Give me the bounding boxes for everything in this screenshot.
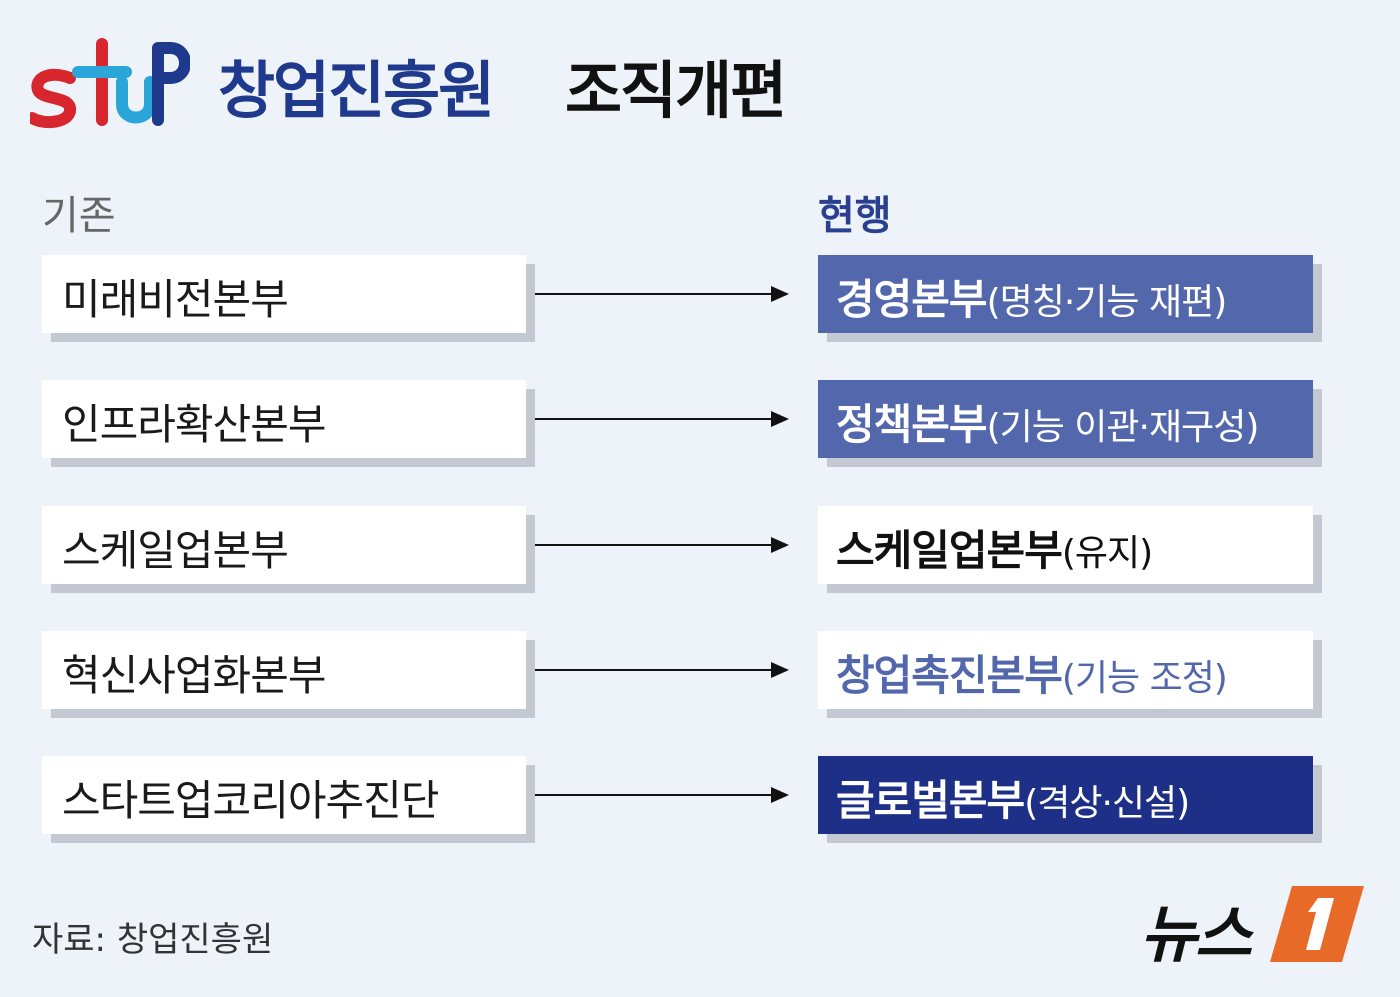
header: 창업진흥원 조직개편 xyxy=(30,30,930,130)
old-division-box: 인프라확산본부 xyxy=(42,380,526,458)
new-division-box: 글로벌본부(격상·신설) xyxy=(818,756,1313,834)
new-division-name: 경영본부 xyxy=(836,275,988,324)
new-division-label: 창업촉진본부(기능 조정) xyxy=(836,642,1228,703)
new-division-label: 글로벌본부(격상·신설) xyxy=(836,767,1190,828)
old-division-label: 혁신사업화본부 xyxy=(62,651,326,700)
new-division-box: 정책본부(기능 이관·재구성) xyxy=(818,380,1313,458)
column-label-before: 기존 xyxy=(42,193,116,239)
news1-badge-icon xyxy=(1270,886,1364,962)
old-division-box: 혁신사업화본부 xyxy=(42,631,526,709)
mapping-row: 인프라확산본부 정책본부(기능 이관·재구성) xyxy=(0,380,1400,470)
old-division-label: 미래비전본부 xyxy=(62,275,289,324)
mapping-row: 혁신사업화본부 창업촉진본부(기능 조정) xyxy=(0,631,1400,721)
source-caption: 자료: 창업진흥원 xyxy=(32,920,274,960)
arrow-right-icon xyxy=(535,411,790,427)
arrow-right-icon xyxy=(535,662,790,678)
new-division-note: (기능 조정) xyxy=(1061,658,1228,699)
new-division-name: 창업촉진본부 xyxy=(836,651,1063,700)
news1-logo: 뉴스 xyxy=(1140,878,1370,971)
new-division-note: (명칭·기능 재편) xyxy=(986,282,1228,323)
new-division-box: 스케일업본부(유지) xyxy=(818,506,1313,584)
old-division-box: 스타트업코리아추진단 xyxy=(42,756,526,834)
new-division-label: 정책본부(기능 이관·재구성) xyxy=(836,391,1260,452)
old-division-label: 스타트업코리아추진단 xyxy=(62,776,439,825)
mapping-row: 미래비전본부 경영본부(명칭·기능 재편) xyxy=(0,255,1400,345)
news1-logo-text: 뉴스 xyxy=(1140,898,1252,971)
page-title: 조직개편 xyxy=(565,54,787,127)
new-division-name: 스케일업본부 xyxy=(836,526,1063,575)
old-division-label: 인프라확산본부 xyxy=(62,400,326,449)
arrow-right-icon xyxy=(535,537,790,553)
new-division-label: 경영본부(명칭·기능 재편) xyxy=(836,266,1228,327)
new-division-label: 스케일업본부(유지) xyxy=(836,517,1153,578)
new-division-note: (격상·신설) xyxy=(1024,783,1190,824)
new-division-name: 정책본부 xyxy=(836,400,988,449)
new-division-box: 창업촉진본부(기능 조정) xyxy=(818,631,1313,709)
mapping-row: 스타트업코리아추진단 글로벌본부(격상·신설) xyxy=(0,756,1400,846)
old-division-box: 미래비전본부 xyxy=(42,255,526,333)
arrow-right-icon xyxy=(535,286,790,302)
old-division-box: 스케일업본부 xyxy=(42,506,526,584)
new-division-name: 글로벌본부 xyxy=(836,776,1025,825)
new-division-box: 경영본부(명칭·기능 재편) xyxy=(818,255,1313,333)
old-division-label: 스케일업본부 xyxy=(62,526,289,575)
column-label-after: 현행 xyxy=(818,193,892,239)
new-division-note: (기능 이관·재구성) xyxy=(986,407,1260,448)
new-division-note: (유지) xyxy=(1061,533,1153,574)
stup-logo-icon xyxy=(30,38,190,129)
arrow-right-icon xyxy=(535,787,790,803)
org-name: 창업진흥원 xyxy=(218,54,495,127)
